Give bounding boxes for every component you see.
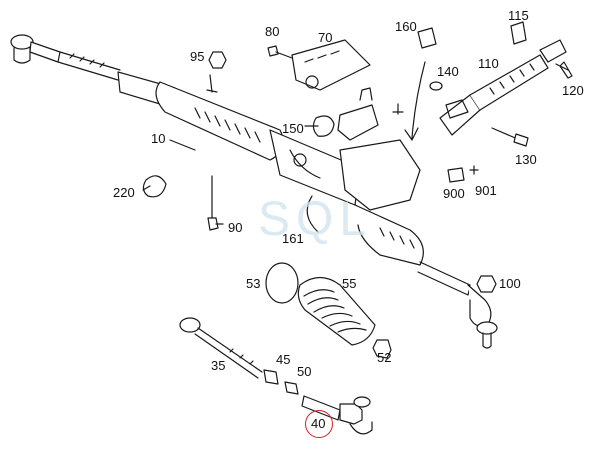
part-label-95: 95 — [190, 49, 205, 64]
part-161-drawing — [306, 195, 319, 233]
left-tie-rod-end-drawing — [10, 34, 121, 81]
part-80-drawing — [267, 45, 293, 59]
part-label-110: 110 — [478, 56, 499, 71]
part-40-drawing — [301, 395, 373, 435]
part-label-55: 55 — [342, 276, 357, 291]
part-label-150: 150 — [282, 121, 304, 136]
part-label-115: 115 — [508, 8, 529, 23]
part-160-drawing — [417, 27, 437, 49]
highlight-circle-40 — [305, 410, 333, 438]
part-53-drawing — [265, 262, 299, 304]
part-35-drawing — [179, 317, 263, 379]
part-45-drawing — [263, 369, 279, 385]
part-label-53: 53 — [246, 276, 261, 291]
pinion-arrow-head — [404, 127, 419, 141]
part-label-900: 900 — [443, 186, 465, 201]
part-label-220: 220 — [113, 185, 135, 200]
watermark: SQL — [258, 193, 373, 246]
part-label-40: 40 — [311, 416, 326, 431]
part-label-160: 160 — [395, 19, 417, 34]
part-95-drawing — [208, 51, 227, 69]
part-120-drawing — [555, 61, 573, 79]
part-50-drawing — [284, 381, 299, 395]
part-90-drawing — [207, 175, 219, 231]
part-label-90: 90 — [228, 220, 243, 235]
leader-10 — [169, 139, 196, 151]
part-label-50: 50 — [297, 364, 312, 379]
part-52-drawing — [372, 339, 392, 359]
part-900-drawing — [447, 165, 479, 183]
part-100-drawing — [476, 275, 497, 293]
part-label-161: 161 — [282, 231, 304, 246]
part-115-drawing — [510, 21, 527, 45]
part-140-drawing — [429, 81, 443, 91]
steering-shaft-drawing — [439, 39, 567, 136]
part-label-35: 35 — [211, 358, 226, 373]
part-label-100: 100 — [499, 276, 521, 291]
part-label-901: 901 — [475, 183, 497, 198]
part-150-drawing — [312, 115, 335, 137]
part-label-45: 45 — [276, 352, 291, 367]
part-label-140: 140 — [437, 64, 459, 79]
part-label-120: 120 — [562, 83, 584, 98]
leader-220 — [142, 185, 151, 191]
part-130-drawing — [491, 127, 529, 147]
part-label-10: 10 — [151, 131, 166, 146]
part-label-70: 70 — [318, 30, 333, 45]
part-220-drawing — [142, 175, 167, 198]
right-tie-rod-end-drawing — [467, 284, 498, 349]
valve-body-drawing — [291, 39, 404, 141]
pinion-arrow-line — [411, 61, 426, 139]
part-label-80: 80 — [265, 24, 280, 39]
part-label-130: 130 — [515, 152, 537, 167]
part-55-bellows-drawing — [297, 276, 376, 346]
part-label-52: 52 — [377, 350, 392, 365]
rack-housing-drawing — [117, 71, 471, 296]
